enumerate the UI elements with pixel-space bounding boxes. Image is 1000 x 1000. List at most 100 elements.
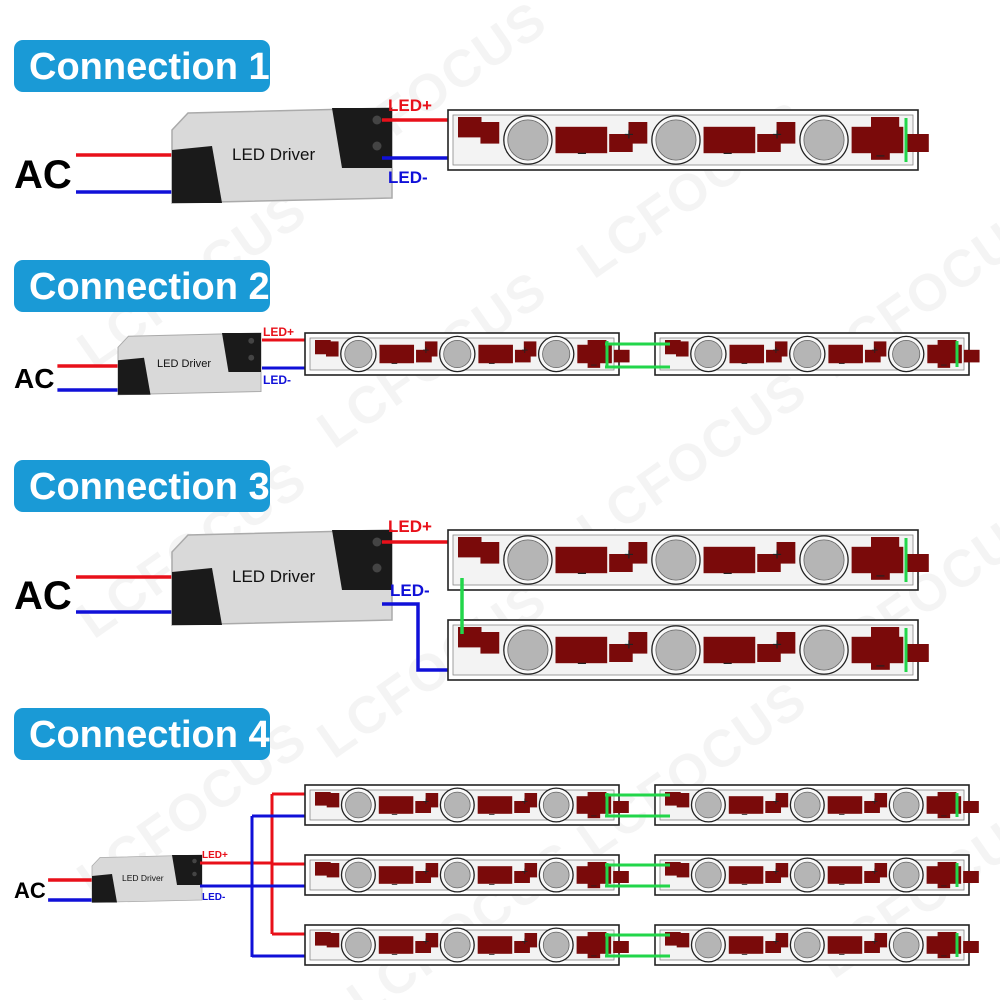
pcb-pad (665, 340, 681, 355)
pcb-pad (555, 636, 608, 664)
driver-terminal (372, 537, 382, 547)
driver-end-cap-right (332, 530, 392, 590)
banner-background (14, 260, 270, 312)
driver-end-cap-left (172, 146, 222, 203)
pcb-pad (587, 792, 607, 804)
led-lens (892, 931, 920, 959)
pcb-pad (828, 344, 863, 364)
pcb-pad (776, 122, 796, 144)
pcb-pad (613, 801, 629, 813)
pad-minus-marker: − (489, 809, 496, 821)
pad-minus-marker: − (391, 879, 398, 891)
pcb-pad (871, 117, 900, 134)
pcb-pad (775, 863, 789, 878)
pad-minus-marker: − (577, 564, 587, 583)
led-module: ++−−− (304, 924, 629, 966)
led-driver: LED Driver (171, 107, 393, 204)
led-lens (542, 861, 570, 889)
pcb-pad (480, 542, 500, 564)
led-driver: LED Driver (117, 332, 262, 396)
pcb-pad (775, 933, 789, 948)
pcb-pad (477, 936, 513, 954)
pcb-pad (757, 554, 781, 572)
led-module: ++−−− (447, 529, 929, 591)
banner-title: Connection 3 (29, 466, 270, 508)
pcb-pad (628, 632, 648, 654)
driver-label: LED Driver (232, 145, 315, 164)
pad-minus-marker: − (875, 147, 885, 166)
connection-banner: Connection 4 (14, 708, 270, 760)
pad-minus-marker: − (723, 654, 733, 673)
pad-plus-marker: + (522, 936, 529, 948)
pad-minus-marker: − (391, 357, 398, 370)
pcb-pad (963, 871, 979, 883)
pcb-pad (524, 863, 538, 878)
pad-minus-marker: − (590, 359, 597, 372)
pad-minus-marker: − (591, 880, 598, 892)
pad-plus-marker: + (422, 344, 429, 357)
led-module: ++−−− (304, 332, 630, 376)
pad-minus-marker: − (391, 949, 398, 961)
pcb-pad (609, 644, 633, 662)
pcb-pad (963, 801, 979, 813)
pad-minus-marker: − (741, 949, 748, 961)
led-lens (345, 861, 372, 889)
pcb-pad (871, 537, 900, 554)
pad-plus-marker: + (624, 635, 634, 654)
led-lens (443, 791, 471, 819)
led-lens (695, 791, 722, 819)
led-lens (443, 931, 471, 959)
pcb-pad (315, 932, 331, 946)
led-lens (507, 539, 549, 581)
led-lens (507, 119, 549, 161)
pcb-pad (315, 792, 331, 806)
driver-terminal (372, 563, 382, 573)
driver-terminal (192, 858, 197, 864)
led-lens (892, 861, 920, 889)
pcb-pad (874, 793, 888, 808)
pcb-pad (905, 644, 929, 662)
pcb-pad (871, 144, 890, 160)
led-lens (695, 931, 722, 959)
driver-terminal (372, 115, 382, 125)
led-minus-wire (382, 602, 463, 672)
led-lens (695, 861, 722, 889)
connection-banner: Connection 3 (14, 460, 270, 512)
pad-minus-marker: − (875, 567, 885, 586)
pcb-pad (477, 796, 513, 814)
driver-terminal (192, 871, 197, 877)
pcb-pad (477, 866, 513, 884)
pcb-pad (425, 793, 439, 808)
led-lens (793, 339, 822, 369)
pad-minus-marker: − (391, 809, 398, 821)
pcb-pad (524, 933, 538, 948)
pad-plus-marker: + (624, 125, 634, 144)
connection-banner: Connection 1 (14, 40, 270, 92)
pcb-pad (524, 793, 538, 808)
banner-background (14, 40, 270, 92)
pcb-pad (587, 932, 607, 944)
pcb-pad (523, 341, 537, 357)
pad-plus-marker: + (772, 635, 782, 654)
pad-plus-marker: + (522, 796, 529, 808)
led-module: ++−−− (654, 332, 980, 376)
led-minus-label: LED- (388, 168, 428, 187)
pcb-pad (937, 862, 957, 874)
pcb-pad (587, 340, 607, 352)
pad-plus-marker: + (773, 796, 780, 808)
pcb-pad (628, 542, 648, 564)
pcb-pad (728, 936, 764, 954)
pad-plus-marker: + (773, 866, 780, 878)
pcb-pad (757, 134, 781, 152)
ac-label: AC (14, 363, 54, 394)
pcb-pad (937, 808, 951, 819)
pad-plus-marker: + (521, 344, 528, 357)
led-driver: LED Driver (171, 529, 393, 626)
pad-minus-marker: − (489, 949, 496, 961)
pad-plus-marker: + (772, 344, 779, 357)
pad-plus-marker: + (773, 936, 780, 948)
led-module: ++−−− (654, 924, 979, 966)
pad-minus-marker: − (941, 880, 948, 892)
pcb-pad (827, 866, 863, 884)
pcb-pad (874, 863, 888, 878)
